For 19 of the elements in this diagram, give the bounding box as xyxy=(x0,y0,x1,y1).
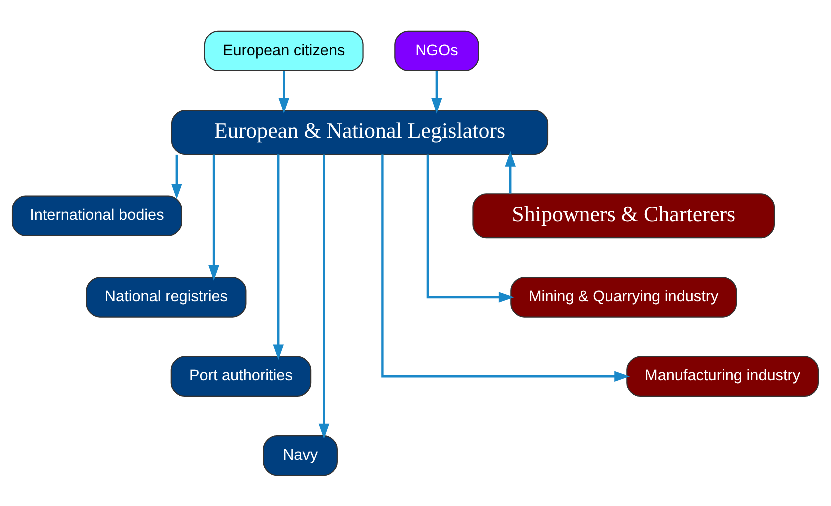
node-box: National registries xyxy=(86,276,247,318)
node-box: European citizens xyxy=(204,30,364,72)
arrow xyxy=(278,70,290,114)
node-box: International bodies xyxy=(12,195,182,236)
node-box: NGOs xyxy=(394,30,480,72)
node-box: Port authorities xyxy=(170,356,312,396)
arrow xyxy=(318,154,330,439)
arrow xyxy=(382,154,630,382)
arrow xyxy=(273,154,284,360)
node-box: European & National Legislators xyxy=(171,110,549,155)
arrow xyxy=(432,70,442,114)
arrow xyxy=(172,154,182,200)
node-box: Shipowners & Charterers xyxy=(472,193,776,238)
node-box: Navy xyxy=(263,434,338,476)
arrow xyxy=(208,154,220,280)
node-box: Mining & Quarrying industry xyxy=(510,276,738,318)
arrow xyxy=(505,150,516,194)
node-box: Manufacturing industry xyxy=(626,356,820,396)
arrow xyxy=(426,154,514,302)
